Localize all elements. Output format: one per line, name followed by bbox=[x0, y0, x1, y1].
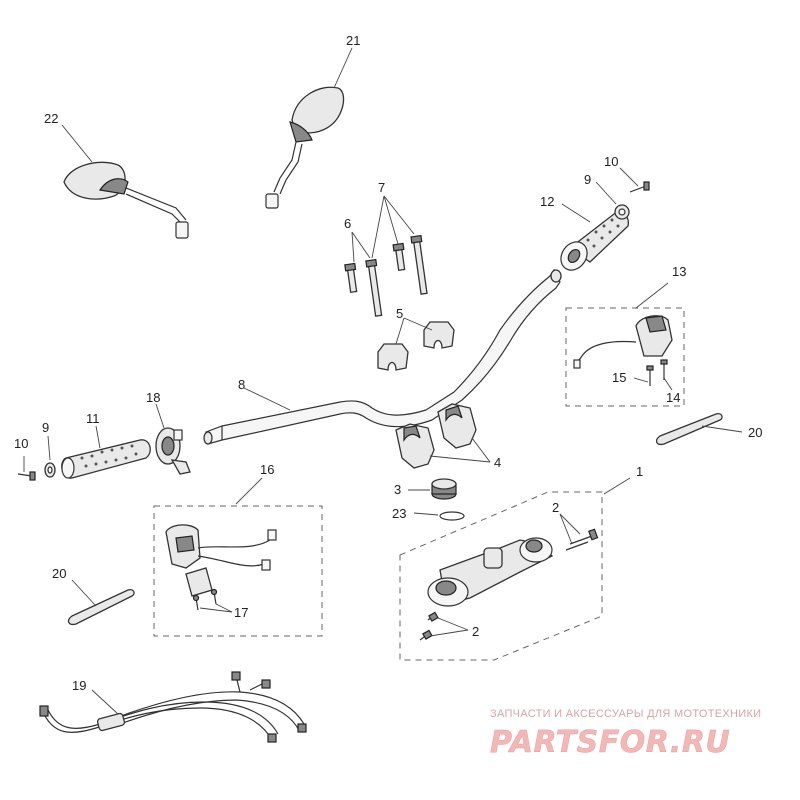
rubber-bush-part bbox=[431, 478, 457, 500]
switch-screws-right-part bbox=[646, 359, 668, 386]
callout-20-left: 20 bbox=[52, 566, 66, 581]
callout-21: 21 bbox=[346, 33, 360, 48]
right-switch-group-box bbox=[565, 307, 685, 407]
left-switch-group-box bbox=[153, 505, 323, 637]
callout-23: 23 bbox=[392, 506, 406, 521]
riser-part bbox=[395, 403, 477, 469]
end-screw-left-part bbox=[17, 471, 36, 481]
callout-13: 13 bbox=[672, 264, 686, 279]
callout-5: 5 bbox=[396, 306, 403, 321]
callout-16: 16 bbox=[260, 462, 274, 477]
mirror-left-part bbox=[63, 161, 189, 239]
watermark-brand: PARTSFOR.RU bbox=[490, 725, 730, 760]
callout-7: 7 bbox=[378, 180, 385, 195]
callout-9-right: 9 bbox=[584, 172, 591, 187]
callout-22: 22 bbox=[44, 111, 58, 126]
callout-17: 17 bbox=[234, 605, 248, 620]
cable-strap-right-part bbox=[655, 412, 723, 446]
watermark-tagline: ЗАПЧАСТИ И АКСЕССУАРЫ ДЛЯ МОТОТЕХНИКИ bbox=[490, 708, 761, 720]
partsfor-watermark: ЗАПЧАСТИ И АКСЕССУАРЫ ДЛЯ МОТОТЕХНИКИ PA… bbox=[490, 708, 761, 760]
washer-left-part bbox=[44, 462, 56, 478]
switch-screws-left-part bbox=[192, 588, 218, 611]
handlebar-part bbox=[203, 268, 562, 445]
washer-right-part bbox=[614, 204, 630, 220]
callout-19: 19 bbox=[72, 678, 86, 693]
callout-6: 6 bbox=[344, 216, 351, 231]
grip-right-part bbox=[560, 212, 629, 271]
throttle-housing-part bbox=[155, 427, 191, 475]
callout-10-right: 10 bbox=[604, 154, 618, 169]
callout-15: 15 bbox=[612, 370, 626, 385]
callout-8: 8 bbox=[238, 377, 245, 392]
callout-11: 11 bbox=[86, 411, 100, 426]
callout-20-right: 20 bbox=[748, 425, 762, 440]
upper-clamp-part bbox=[377, 321, 455, 371]
throttle-cables-part bbox=[39, 671, 307, 743]
callout-3: 3 bbox=[394, 482, 401, 497]
left-switch-part bbox=[165, 524, 277, 597]
callout-9-left: 9 bbox=[42, 420, 49, 435]
end-screw-right-part bbox=[629, 181, 650, 193]
callout-2-upper: 2 bbox=[552, 500, 559, 515]
mirror-right-part bbox=[265, 86, 345, 209]
top-yoke-part bbox=[427, 537, 554, 607]
clamp-bolts-part bbox=[344, 234, 428, 317]
cable-strap-left-part bbox=[67, 588, 135, 626]
callout-1: 1 bbox=[636, 464, 643, 479]
callout-4: 4 bbox=[494, 455, 501, 470]
right-switch-part bbox=[573, 315, 673, 369]
callout-12: 12 bbox=[540, 194, 554, 209]
callout-14: 14 bbox=[666, 390, 680, 405]
callout-2-lower: 2 bbox=[472, 624, 479, 639]
callout-18: 18 bbox=[146, 390, 160, 405]
yoke-bolts-upper-part bbox=[565, 528, 599, 551]
grip-left-part bbox=[61, 439, 151, 479]
o-ring-part bbox=[439, 511, 465, 521]
callout-10-left: 10 bbox=[14, 436, 28, 451]
yoke-bolts-lower-part bbox=[419, 611, 439, 641]
